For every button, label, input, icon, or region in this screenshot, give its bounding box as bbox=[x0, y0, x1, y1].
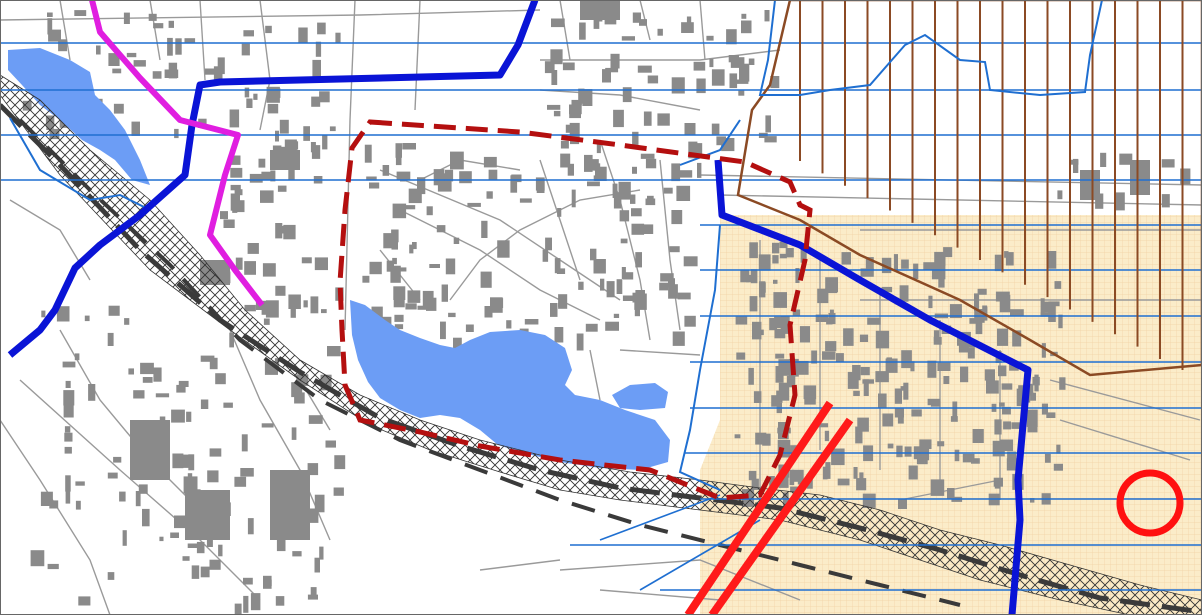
pond-east bbox=[612, 383, 668, 410]
magenta-boundary bbox=[89, 0, 265, 307]
thin-blue-boundary bbox=[9, 0, 1103, 491]
red-parallel-lines bbox=[684, 400, 854, 615]
railway-corridor bbox=[0, 74, 1202, 615]
railway-hatch bbox=[0, 74, 1202, 615]
railway-centerline-a bbox=[0, 103, 1202, 615]
brown-vertical-hatch-zone bbox=[736, 0, 1202, 377]
buildings-layer bbox=[22, 0, 1191, 615]
lake-central bbox=[350, 300, 670, 470]
thick-blue-boundary bbox=[7, 0, 1032, 615]
railway-centerline-b bbox=[18, 118, 961, 607]
lake-northwest bbox=[8, 48, 150, 185]
water-bodies bbox=[8, 48, 670, 470]
red-dashed-boundary bbox=[337, 119, 813, 501]
circle-marker-icon[interactable] bbox=[1116, 469, 1184, 537]
